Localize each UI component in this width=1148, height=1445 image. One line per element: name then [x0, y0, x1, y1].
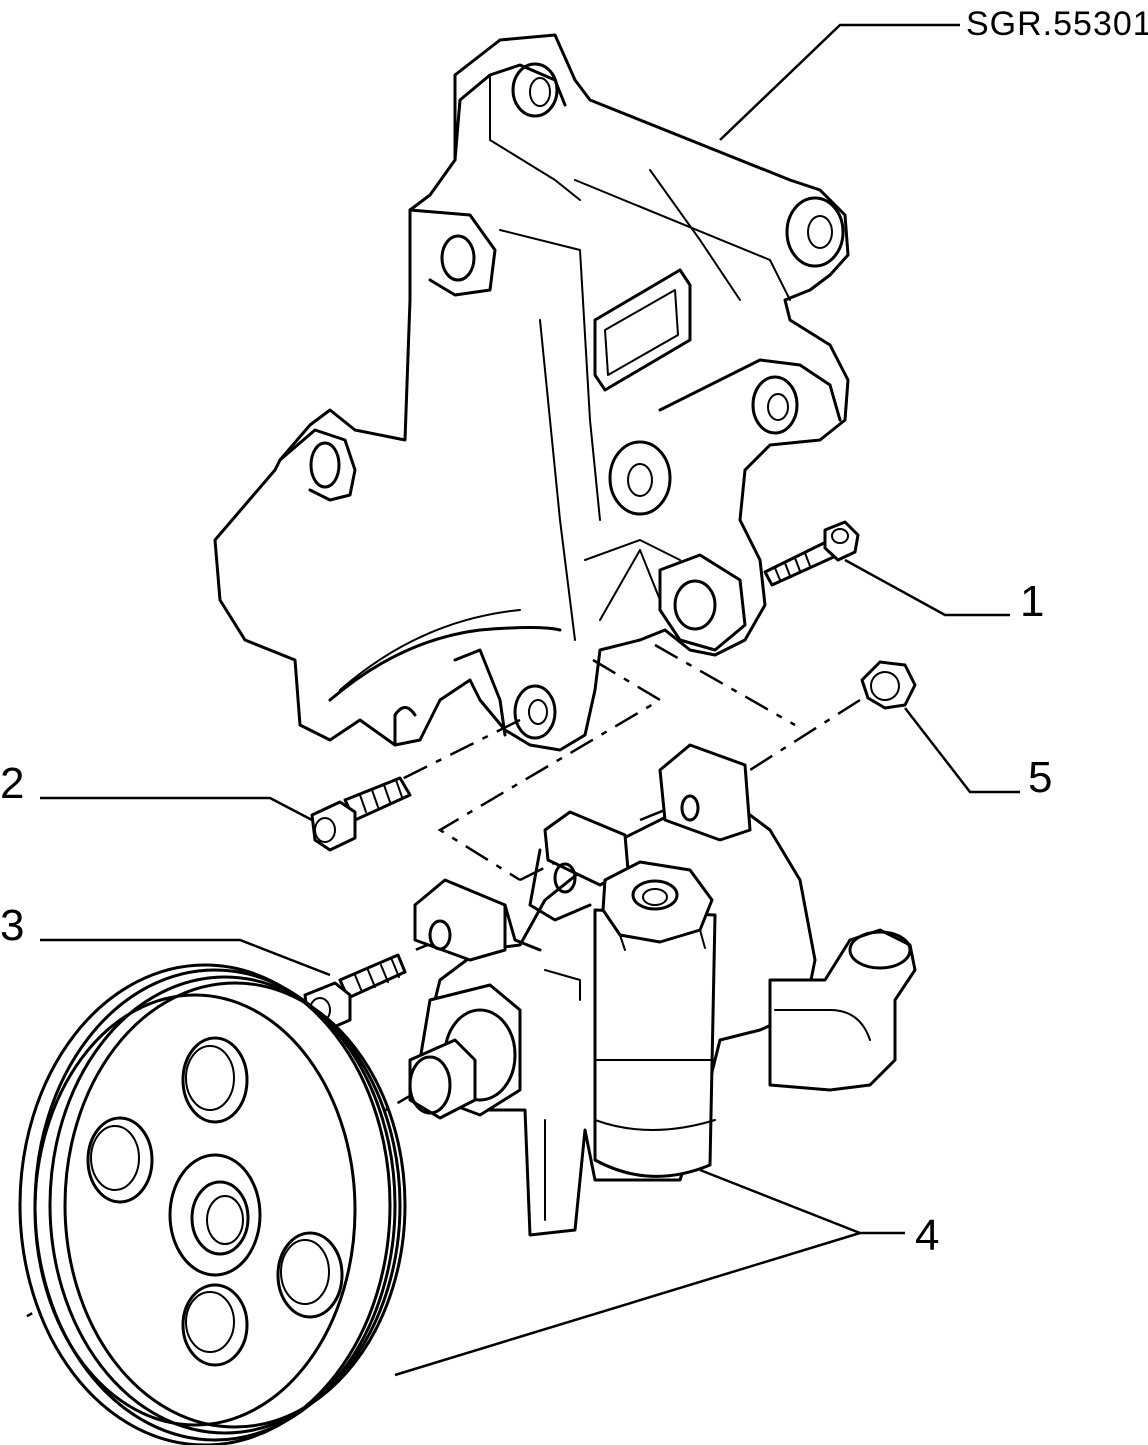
reference-leader	[719, 23, 960, 141]
callout-4: 4	[915, 1211, 939, 1260]
bolt-2	[310, 776, 412, 852]
bolt-1	[763, 520, 860, 587]
callout-5: 5	[1028, 753, 1052, 802]
reference-code: SGR.55301	[966, 5, 1148, 43]
bushing-5	[860, 660, 917, 710]
bolt-3	[303, 953, 407, 1034]
pulley	[18, 963, 407, 1445]
callout-1: 1	[1020, 577, 1044, 626]
mounting-bracket	[213, 33, 850, 752]
callout-3: 3	[0, 901, 24, 950]
callout-2: 2	[0, 759, 24, 808]
power-steering-pump	[408, 743, 917, 1237]
